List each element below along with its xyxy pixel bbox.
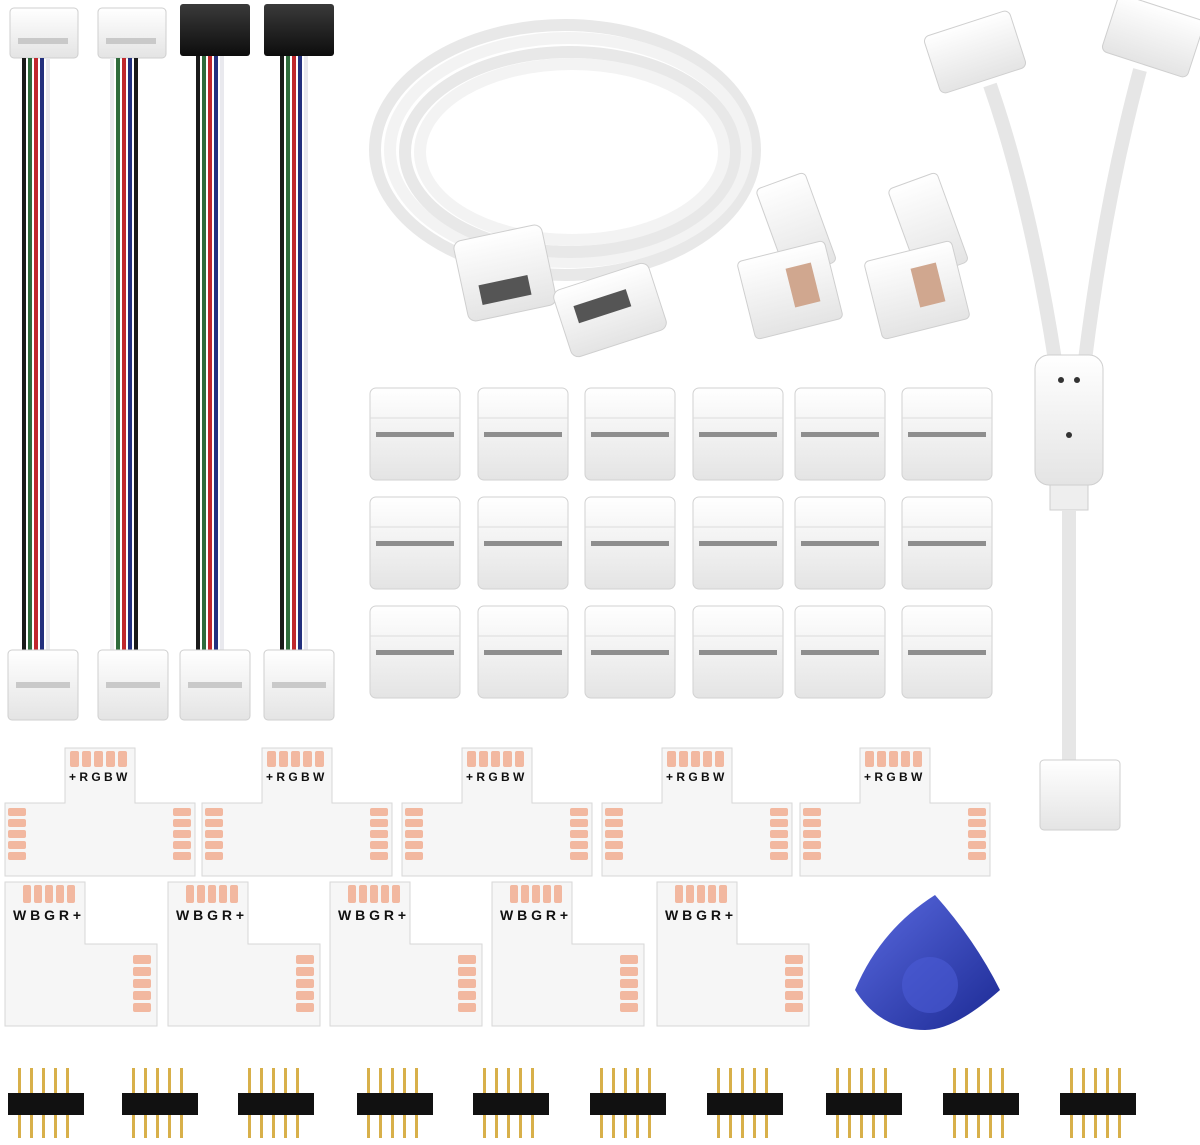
l-connector-top-label: W B G R + <box>338 907 406 923</box>
straight-clip-1 <box>369 387 461 481</box>
straight-clip-6 <box>901 387 993 481</box>
t-connector-2: + R G B W <box>201 747 393 877</box>
y-splitter <box>923 0 1200 831</box>
straight-clip-15 <box>584 605 676 699</box>
pin-header-10 <box>1060 1068 1136 1138</box>
t-connector-4: + R G B W <box>601 747 793 877</box>
l-connector-top-label: W B G R + <box>176 907 244 923</box>
rgbw-wire-connector-4 <box>263 4 335 721</box>
l-connector-3: W B G R + <box>329 881 483 1027</box>
t-connector-5: + R G B W <box>799 747 991 877</box>
t-connector-top-label: + R G B W <box>69 770 128 784</box>
l-clip-1 <box>737 172 843 340</box>
pin-header-7 <box>707 1068 783 1138</box>
t-connector-top-label: + R G B W <box>266 770 325 784</box>
straight-clip-10 <box>692 496 784 590</box>
rgbw-wire-connector-1 <box>7 7 79 721</box>
t-connector-1: + R G B W <box>4 747 196 877</box>
pin-header-row <box>8 1068 1136 1138</box>
straight-clip-13 <box>369 605 461 699</box>
straight-clip-14 <box>477 605 569 699</box>
rgbw-wire-connector-3 <box>179 4 251 721</box>
l-connector-2: W B G R + <box>167 881 321 1027</box>
straight-clip-11 <box>794 496 886 590</box>
straight-clip-8 <box>477 496 569 590</box>
straight-clip-17 <box>794 605 886 699</box>
l-connector-4: W B G R + <box>491 881 645 1027</box>
t-connector-top-label: + R G B W <box>666 770 725 784</box>
straight-clip-grid <box>369 387 993 699</box>
pin-header-1 <box>8 1068 84 1138</box>
straight-clip-12 <box>901 496 993 590</box>
l-connector-top-label: W B G R + <box>13 907 81 923</box>
pin-header-2 <box>122 1068 198 1138</box>
l-connector-5: W B G R + <box>656 881 810 1027</box>
t-connector-row: + R G B W + R G B W + R G B W + R G B W + R … <box>4 747 991 877</box>
pin-header-8 <box>826 1068 902 1138</box>
pin-header-3 <box>238 1068 314 1138</box>
pin-header-5 <box>473 1068 549 1138</box>
straight-clip-2 <box>477 387 569 481</box>
extension-cable-plug-2 <box>553 262 667 358</box>
pin-header-4 <box>357 1068 433 1138</box>
pin-header-9 <box>943 1068 1019 1138</box>
rgbw-wire-connector-2 <box>97 7 169 721</box>
extension-cable-plug-1 <box>453 224 557 322</box>
straight-clip-3 <box>584 387 676 481</box>
l-clip-2 <box>864 172 970 340</box>
pin-header-6 <box>590 1068 666 1138</box>
l-connector-top-label: W B G R + <box>665 907 733 923</box>
straight-clip-7 <box>369 496 461 590</box>
straight-clip-9 <box>584 496 676 590</box>
l-connector-row: W B G R + W B G R + W B G R + W B G R + W B … <box>4 881 810 1027</box>
t-connector-top-label: + R G B W <box>466 770 525 784</box>
straight-clip-5 <box>794 387 886 481</box>
t-connector-top-label: + R G B W <box>864 770 923 784</box>
l-connector-top-label: W B G R + <box>500 907 568 923</box>
straight-clip-16 <box>692 605 784 699</box>
t-connector-3: + R G B W <box>401 747 593 877</box>
opener-tool <box>855 895 1000 1030</box>
straight-clip-18 <box>901 605 993 699</box>
l-connector-1: W B G R + <box>4 881 158 1027</box>
extension-cable <box>369 19 761 281</box>
straight-clip-4 <box>692 387 784 481</box>
